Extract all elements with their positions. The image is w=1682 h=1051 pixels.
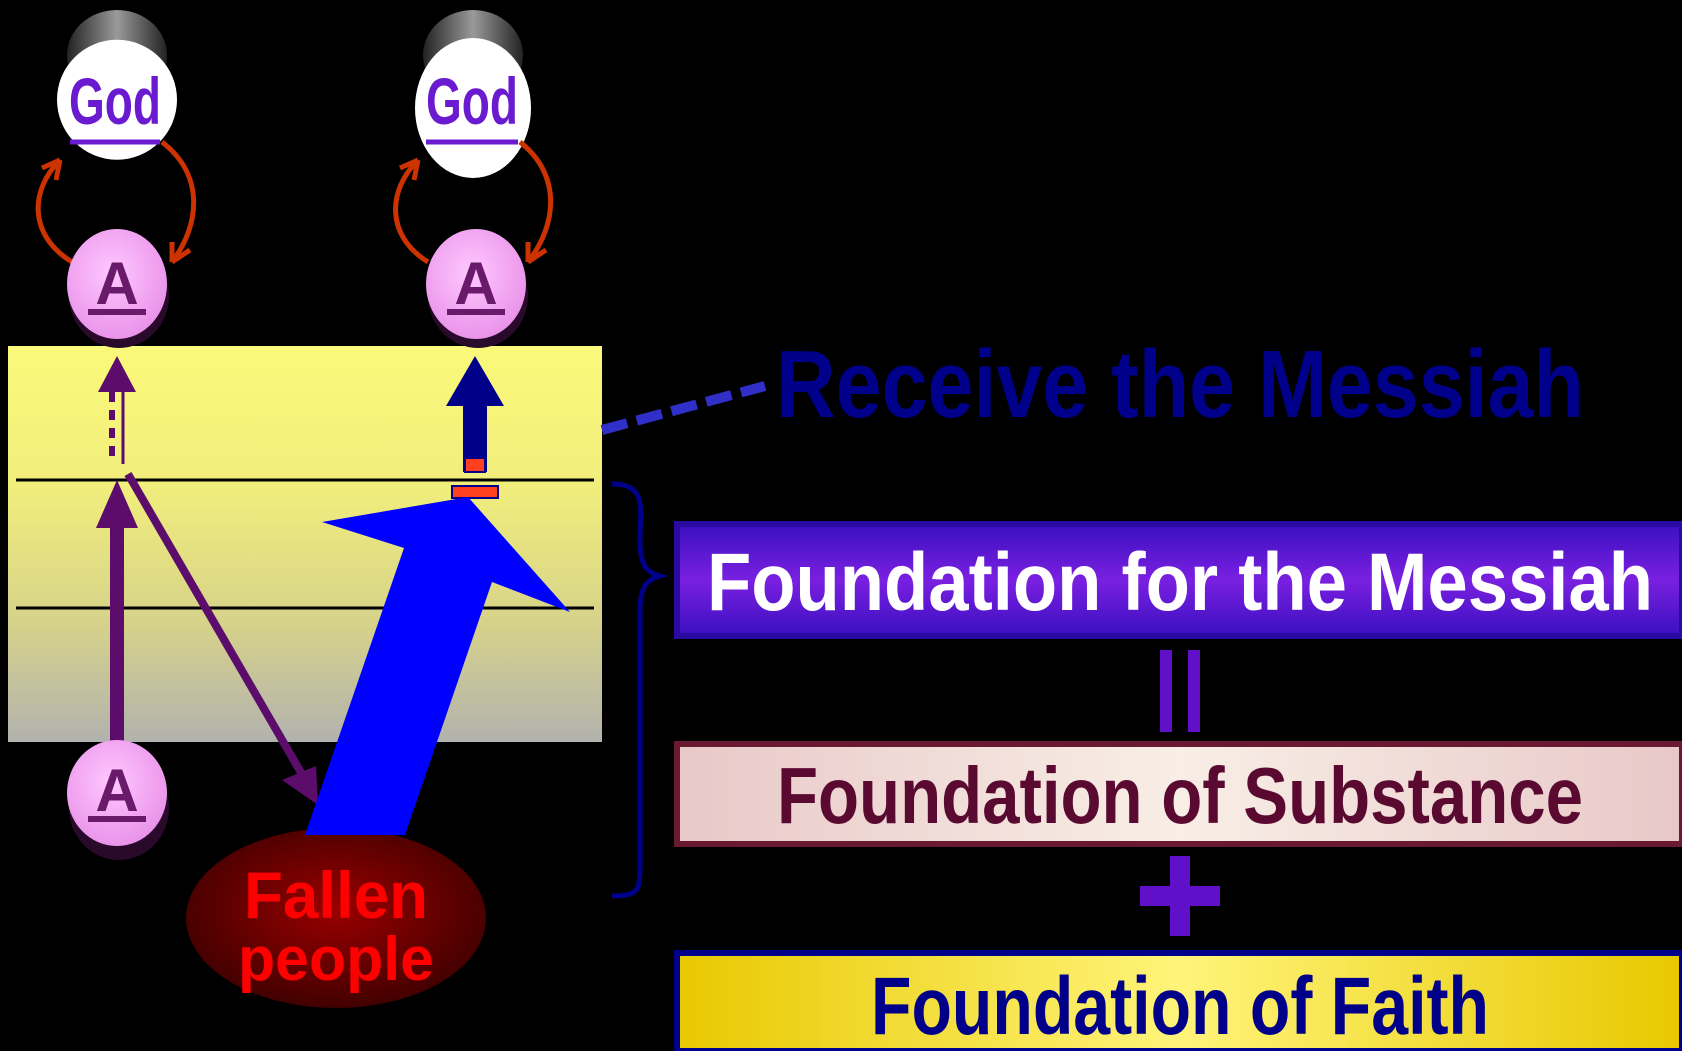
- cycle-arrows-left: [35, 140, 197, 265]
- adam-node-top-right: A: [426, 229, 528, 348]
- god-label-left: God: [69, 64, 161, 138]
- foundation-faith-label: Foundation of Faith: [871, 961, 1489, 1051]
- curly-brace: [611, 481, 670, 899]
- falling-arrow-shaft: [124, 471, 307, 779]
- foundation-messiah-label: Foundation for the Messiah: [707, 537, 1653, 628]
- fallen-people-node: Fallen people: [186, 828, 486, 1008]
- god-node-left: God: [57, 10, 177, 160]
- solid-arrow-head-left: [96, 480, 138, 528]
- foundation-faith-box: [674, 950, 1682, 1051]
- fallen-label-line2: people: [238, 925, 434, 994]
- messiah-arrow-head: [446, 356, 504, 406]
- foundation-band: [8, 346, 602, 742]
- receive-connector: [600, 381, 767, 435]
- god-node-right: God: [415, 10, 531, 178]
- receive-messiah-label: Receive the Messiah: [776, 331, 1584, 438]
- restoration-arrow: [305, 497, 570, 835]
- foundation-substance-box: [674, 741, 1682, 847]
- equals-sign: [1160, 650, 1200, 732]
- solid-arrow-shaft-left: [110, 528, 124, 742]
- god-label-right: God: [426, 64, 518, 138]
- adam-label-bottom: A: [95, 757, 138, 824]
- dashed-arrow-head-left: [98, 356, 136, 392]
- red-marker-upper: [464, 457, 486, 473]
- foundation-substance-label: Foundation of Substance: [777, 751, 1583, 840]
- adam-node-bottom: A: [67, 740, 169, 860]
- red-marker-lower: [451, 485, 499, 499]
- adam-label-top-right: A: [454, 250, 497, 317]
- adam-label-top-left: A: [95, 250, 138, 317]
- adam-node-top-left: A: [67, 229, 169, 348]
- fallen-label-line1: Fallen: [244, 858, 428, 932]
- foundation-messiah-box: [674, 521, 1682, 639]
- cycle-arrows-right: [393, 140, 554, 265]
- plus-sign: [1140, 856, 1220, 936]
- falling-arrow-head: [282, 766, 318, 805]
